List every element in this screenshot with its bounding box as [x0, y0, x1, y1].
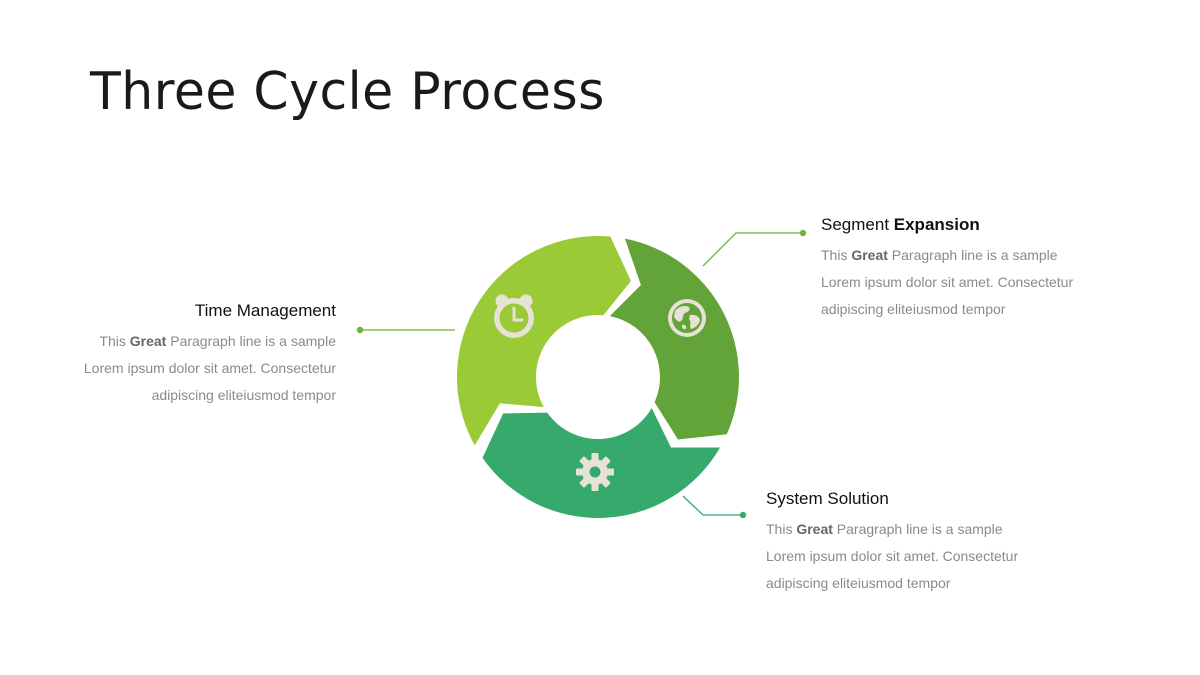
text-block-segment-expansion: Segment Expansion This Great Paragraph l…	[821, 214, 1121, 323]
alarm-clock-icon	[494, 294, 534, 338]
segment-description: This Great Paragraph line is a sample Lo…	[821, 247, 1074, 317]
segment-description: This Great Paragraph line is a sample Lo…	[83, 333, 336, 403]
segment-heading: Time Management	[194, 301, 336, 320]
segment-heading: Segment Expansion	[821, 215, 980, 234]
connector-system-solution	[682, 495, 747, 519]
globe-icon	[668, 299, 706, 337]
cycle-segment-time-management[interactable]	[456, 235, 631, 446]
text-block-time-management: Time Management This Great Paragraph lin…	[36, 300, 336, 409]
connector-time-management	[356, 326, 455, 334]
segment-description: This Great Paragraph line is a sample Lo…	[766, 521, 1019, 591]
gear-icon	[576, 453, 614, 491]
segment-heading: System Solution	[766, 489, 889, 508]
page-title: Three Cycle Process	[90, 62, 605, 122]
text-block-system-solution: System Solution This Great Paragraph lin…	[766, 488, 1066, 597]
connector-segment-expansion	[702, 229, 807, 267]
cycle-segment-segment-expansion[interactable]	[609, 238, 739, 440]
